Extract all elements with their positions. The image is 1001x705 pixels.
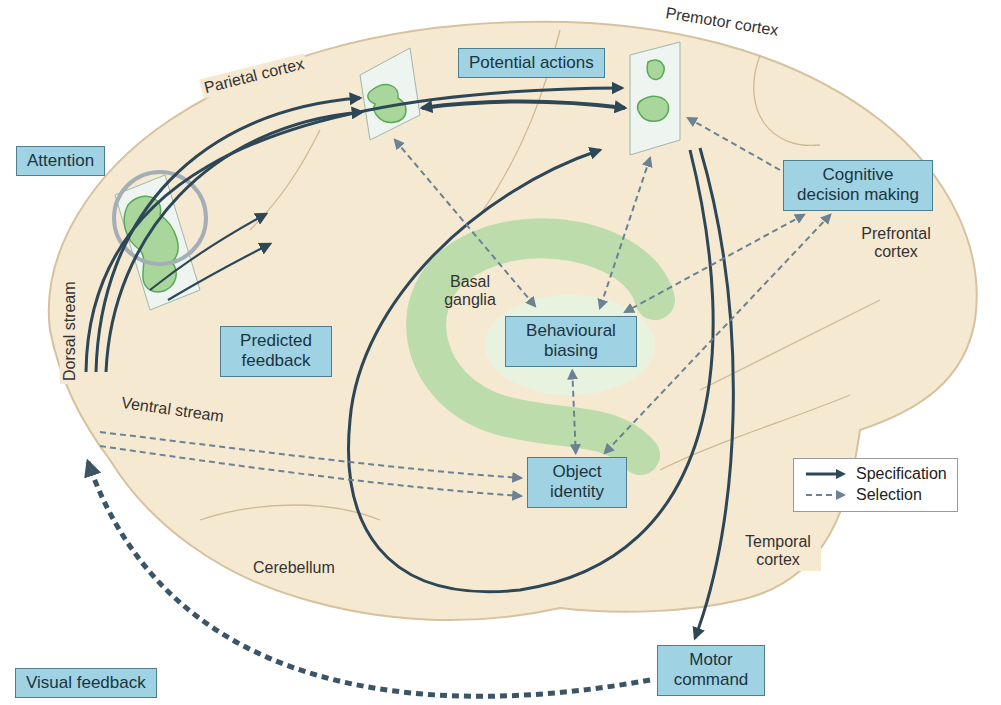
- box-text: Attention: [27, 151, 94, 171]
- box-text: Potential actions: [469, 53, 594, 73]
- box-text: Predicted feedback: [231, 331, 321, 372]
- basal-ganglia-core: [485, 295, 655, 395]
- box-text: Behavioural biasing: [516, 321, 626, 362]
- visual-feedback-arrow: [88, 462, 650, 696]
- legend-text: Selection: [856, 485, 922, 506]
- region-label: Dorsal stream: [60, 278, 80, 384]
- legend-row: Specification: [804, 464, 947, 485]
- label-box: Object identity: [527, 457, 627, 508]
- selection-arrow: [572, 371, 575, 453]
- selection-arrows: [100, 118, 780, 496]
- label-box: Potential actions: [458, 48, 605, 78]
- specification-arrows: [86, 88, 733, 638]
- box-text: Motor command: [668, 650, 754, 691]
- brain-outline: [49, 22, 977, 620]
- legend-sample: [804, 488, 848, 502]
- label-box: Visual feedback: [15, 668, 157, 698]
- legend-row: Selection: [804, 485, 947, 506]
- selection-arrow: [605, 215, 830, 453]
- region-label: Prefrontal cortex: [848, 224, 944, 263]
- region-label: Temporal cortex: [735, 532, 821, 571]
- legend-text: Specification: [856, 464, 947, 485]
- label-box: Attention: [16, 146, 105, 176]
- label-box: Motor command: [657, 645, 765, 696]
- region-label: Cerebellum: [250, 558, 338, 578]
- label-box: Predicted feedback: [220, 326, 332, 377]
- region-label: Basal ganglia: [432, 272, 508, 311]
- legend-sample: [804, 467, 848, 481]
- legend: SpecificationSelection: [793, 458, 958, 512]
- box-text: Cognitive decision making: [794, 165, 922, 206]
- selection-arrow: [625, 215, 804, 312]
- label-box: Cognitive decision making: [783, 160, 933, 211]
- box-text: Visual feedback: [26, 673, 146, 693]
- label-box: Behavioural biasing: [505, 316, 637, 367]
- box-text: Object identity: [538, 462, 616, 503]
- basal-ganglia-band: [426, 238, 655, 455]
- sulci: [200, 30, 880, 520]
